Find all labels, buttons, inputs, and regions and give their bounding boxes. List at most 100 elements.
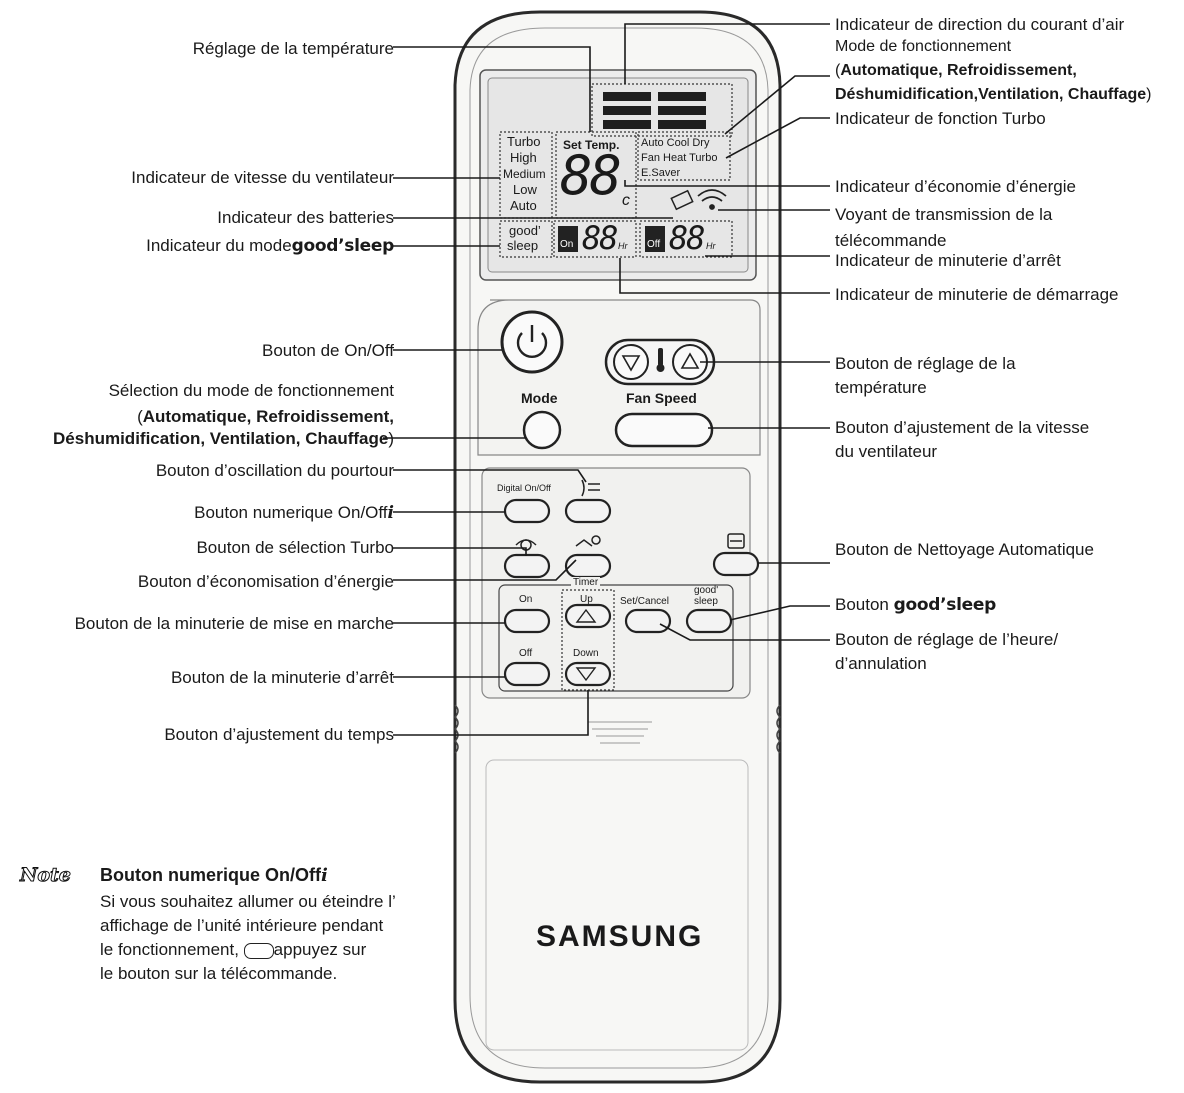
temp-down-button xyxy=(613,344,649,380)
thermometer-icon xyxy=(656,348,665,372)
label-time-adjust: Bouton d’ajustement du temps xyxy=(164,725,394,744)
note-line-3: le fonctionnement, appuyez sur xyxy=(100,940,366,960)
goodsleep-indicator-brand: good’sleep xyxy=(291,236,395,256)
op-mode-list1: Automatique, Refroidissement, xyxy=(840,62,1077,79)
label-temp-button-1: Bouton de réglage de la xyxy=(835,354,1016,373)
label-turbo-button: Bouton de sélection Turbo xyxy=(196,538,394,557)
mode-select-close: ) xyxy=(388,429,394,448)
label-temp-button-2: température xyxy=(835,378,927,397)
lcd-on-timer-digits: 88 xyxy=(582,219,619,257)
off-button-label: Off xyxy=(519,648,533,659)
note-title: Bouton numerique On/Offi xyxy=(100,865,328,886)
note-line-1: Si vous souhaitez allumer ou éteindre l’ xyxy=(100,892,396,911)
clock-icons xyxy=(558,226,665,252)
label-digital-button: Bouton numerique On/Offi xyxy=(194,502,394,524)
label-turbo-indicator: Indicateur de fonction Turbo xyxy=(835,109,1046,128)
label-fan-speed-indicator: Indicateur de vitesse du ventilateur xyxy=(131,168,394,187)
lcd-fan-high: High xyxy=(510,150,537,165)
label-battery-indicator: Indicateur des batteries xyxy=(217,208,394,227)
note-line-2: affichage de l’unité intérieure pendant xyxy=(100,916,384,935)
note-inline-button xyxy=(243,942,274,959)
label-energy-indicator: Indicateur d’économie d’énergie xyxy=(835,177,1076,196)
lcd-off-timer-digits: 88 xyxy=(669,219,706,257)
note-badge: Note xyxy=(20,864,72,887)
side-grip xyxy=(453,704,782,754)
timer-group-label: Timer xyxy=(571,577,601,589)
label-power-button: Bouton de On/Off xyxy=(262,341,394,360)
samsung-logo: SAMSUNG xyxy=(536,920,704,953)
mode-select-list1: Automatique, Refroidissement, xyxy=(142,407,394,426)
lcd-off-badge: Off xyxy=(647,239,661,250)
info-icon: i xyxy=(387,503,394,523)
digital-label-a: Digital xyxy=(497,483,523,493)
note-line-3b: appuyez sur xyxy=(273,940,367,959)
label-goodsleep-indicator: Indicateur du modegood’sleep xyxy=(146,235,394,257)
lcd-off-hr: Hr xyxy=(706,241,716,251)
label-set-cancel-2: d’annulation xyxy=(835,654,927,673)
energy-icon xyxy=(575,535,601,547)
label-set-cancel-1: Bouton de réglage de l’heure/ xyxy=(835,630,1059,649)
lcd-goodsleep-top: good’ xyxy=(509,223,541,238)
label-op-mode: Mode de fonctionnement xyxy=(835,38,1012,55)
op-mode-list2: Déshumidification,Ventilation, Chauffage xyxy=(835,86,1147,103)
goodsleep-indicator-prefix: Indicateur du mode xyxy=(146,236,292,255)
remote-body-inner xyxy=(469,27,769,1069)
battery-cover-lines xyxy=(588,721,652,744)
note-line-4: le bouton sur la télécommande. xyxy=(100,964,338,983)
clean-icon xyxy=(727,533,745,549)
swing-icon xyxy=(581,479,600,497)
op-mode-open: ( xyxy=(835,62,841,79)
label-transmission-2: télécommande xyxy=(835,231,947,250)
label-temp-setting: Réglage de la température xyxy=(192,39,394,58)
lcd-on-hr: Hr xyxy=(618,241,628,251)
label-op-mode-list1: (Automatique, Refroidissement, xyxy=(835,60,1077,82)
label-auto-clean: Bouton de Nettoyage Automatique xyxy=(835,540,1094,559)
down-button-label: Down xyxy=(573,648,599,659)
note-title-text: Bouton numerique On/Off xyxy=(100,865,321,885)
lcd-temp-unit: c xyxy=(622,192,630,209)
label-mode-select: Sélection du mode de fonctionnement xyxy=(108,381,394,400)
label-goodsleep-button: Bouton good’sleep xyxy=(835,594,996,616)
lcd-on-badge: On xyxy=(560,239,574,250)
on-button-label: On xyxy=(519,594,533,605)
goodsleep-button-top: good' xyxy=(694,585,719,596)
goodsleep-button-brand: good’sleep xyxy=(893,595,997,615)
mode-select-list2: Déshumidification, Ventilation, Chauffag… xyxy=(53,429,389,448)
digital-button-label: Digital On/Off xyxy=(497,482,551,494)
lcd-fan-medium: Medium xyxy=(503,167,546,181)
lcd-modes-row1: Auto Cool Dry xyxy=(641,137,710,149)
label-on-timer-indicator: Indicateur de minuterie de démarrage xyxy=(835,285,1119,304)
label-energy-save-button: Bouton d’économisation d’énergie xyxy=(137,572,394,591)
lcd-fan-low: Low xyxy=(513,182,537,197)
lcd-modes-row2: Fan Heat Turbo xyxy=(641,152,718,164)
set-cancel-button-label: Set/Cancel xyxy=(620,596,669,607)
note-line-3a: le fonctionnement, xyxy=(100,940,239,959)
leader-lines xyxy=(383,23,830,736)
label-fan-button-2: du ventilateur xyxy=(835,442,938,461)
mode-button xyxy=(522,410,562,450)
label-off-timer-button: Bouton de la minuterie d’arrêt xyxy=(170,668,394,687)
label-swing-button: Bouton d’oscillation du pourtour xyxy=(155,461,394,480)
fan-speed-button-label: Fan Speed xyxy=(626,390,697,406)
mode-button-label: Mode xyxy=(521,390,558,406)
battery-cover xyxy=(485,759,749,1051)
lcd-set-temp-label: Set Temp. xyxy=(563,138,620,152)
label-mode-select-list2: Déshumidification, Ventilation, Chauffag… xyxy=(53,428,394,450)
label-transmission-1: Voyant de transmission de la xyxy=(835,205,1053,224)
mode-select-open: ( xyxy=(137,407,143,426)
lcd-temp-digits: 88 xyxy=(560,144,622,207)
lcd-fan-turbo: Turbo xyxy=(507,134,541,149)
lcd-esaver: E.Saver xyxy=(641,167,681,179)
lcd-fan-auto: Auto xyxy=(510,198,537,213)
op-mode-close: ) xyxy=(1146,86,1152,103)
label-on-timer-button: Bouton de la minuterie de mise en marche xyxy=(74,614,394,633)
battery-icon xyxy=(670,189,694,211)
lower-button-panel xyxy=(481,467,751,699)
up-button-label: Up xyxy=(580,594,593,605)
goodsleep-button-prefix: Bouton xyxy=(835,595,894,614)
digital-label-b: On/Off xyxy=(524,483,551,493)
label-mode-select-list1: (Automatique, Refroidissement, xyxy=(137,406,394,428)
label-op-mode-list2: Déshumidification,Ventilation, Chauffage… xyxy=(835,84,1151,106)
